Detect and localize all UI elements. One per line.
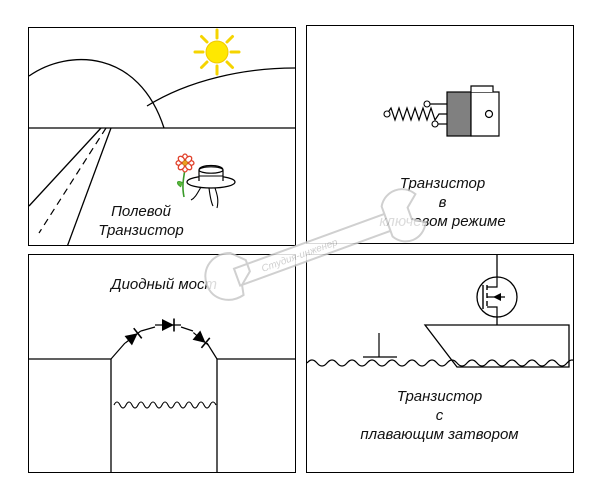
diode-arch-wires bbox=[110, 326, 218, 360]
diode-icon bbox=[124, 327, 143, 346]
lead-end bbox=[383, 110, 391, 118]
panel-switching-transistor: Транзистор в ключевом режиме bbox=[306, 25, 574, 244]
ship-hull bbox=[423, 324, 570, 368]
pier bbox=[363, 333, 397, 358]
caption-line: плавающим затвором bbox=[360, 426, 519, 443]
floating-gate-caption: Транзистор с плавающим затвором bbox=[337, 387, 542, 444]
water-wave-line bbox=[307, 359, 573, 367]
floating-gate-scene bbox=[307, 255, 573, 368]
lead-end bbox=[423, 100, 431, 108]
diode-bridge-caption: Диодный мост bbox=[111, 276, 217, 293]
mosfet-symbol-icon bbox=[476, 255, 518, 325]
field-transistor-caption: Полевой Транзистор bbox=[91, 202, 191, 240]
hill-right bbox=[146, 67, 295, 107]
caption-line: Транзистор bbox=[396, 388, 483, 405]
road-edge-left bbox=[29, 127, 102, 207]
water-wave-line bbox=[113, 401, 217, 409]
sun-icon bbox=[193, 28, 241, 76]
caption-line: ключевом режиме bbox=[379, 213, 506, 230]
diode-icon bbox=[192, 330, 211, 349]
road-center-line bbox=[38, 127, 107, 234]
panel-field-transistor: Полевой Транзистор bbox=[28, 27, 296, 246]
caption-line: Полевой bbox=[111, 203, 171, 220]
caption-line: Транзистор bbox=[98, 222, 184, 239]
switching-scene bbox=[383, 85, 500, 137]
diode-icon bbox=[155, 318, 181, 332]
diode-bridge-scene bbox=[29, 318, 295, 472]
bridge-banks bbox=[29, 358, 295, 472]
caption-line: Транзистор bbox=[399, 175, 486, 192]
road-edge-right bbox=[67, 127, 112, 245]
lead-end bbox=[431, 120, 439, 128]
hat-transistor-icon bbox=[186, 164, 236, 209]
panel-floating-gate-transistor: Транзистор с плавающим затвором bbox=[306, 254, 574, 473]
panel-diode-bridge: Диодный мост bbox=[28, 254, 296, 473]
caption-line: с bbox=[435, 407, 444, 424]
wavy-leads bbox=[386, 103, 447, 125]
transistor-package-icon bbox=[446, 85, 500, 137]
hill-left bbox=[29, 59, 165, 129]
switching-transistor-caption: Транзистор в ключевом режиме bbox=[355, 174, 530, 231]
caption-line: в bbox=[438, 194, 447, 211]
field-scene bbox=[29, 28, 295, 245]
flower-icon bbox=[175, 153, 195, 198]
